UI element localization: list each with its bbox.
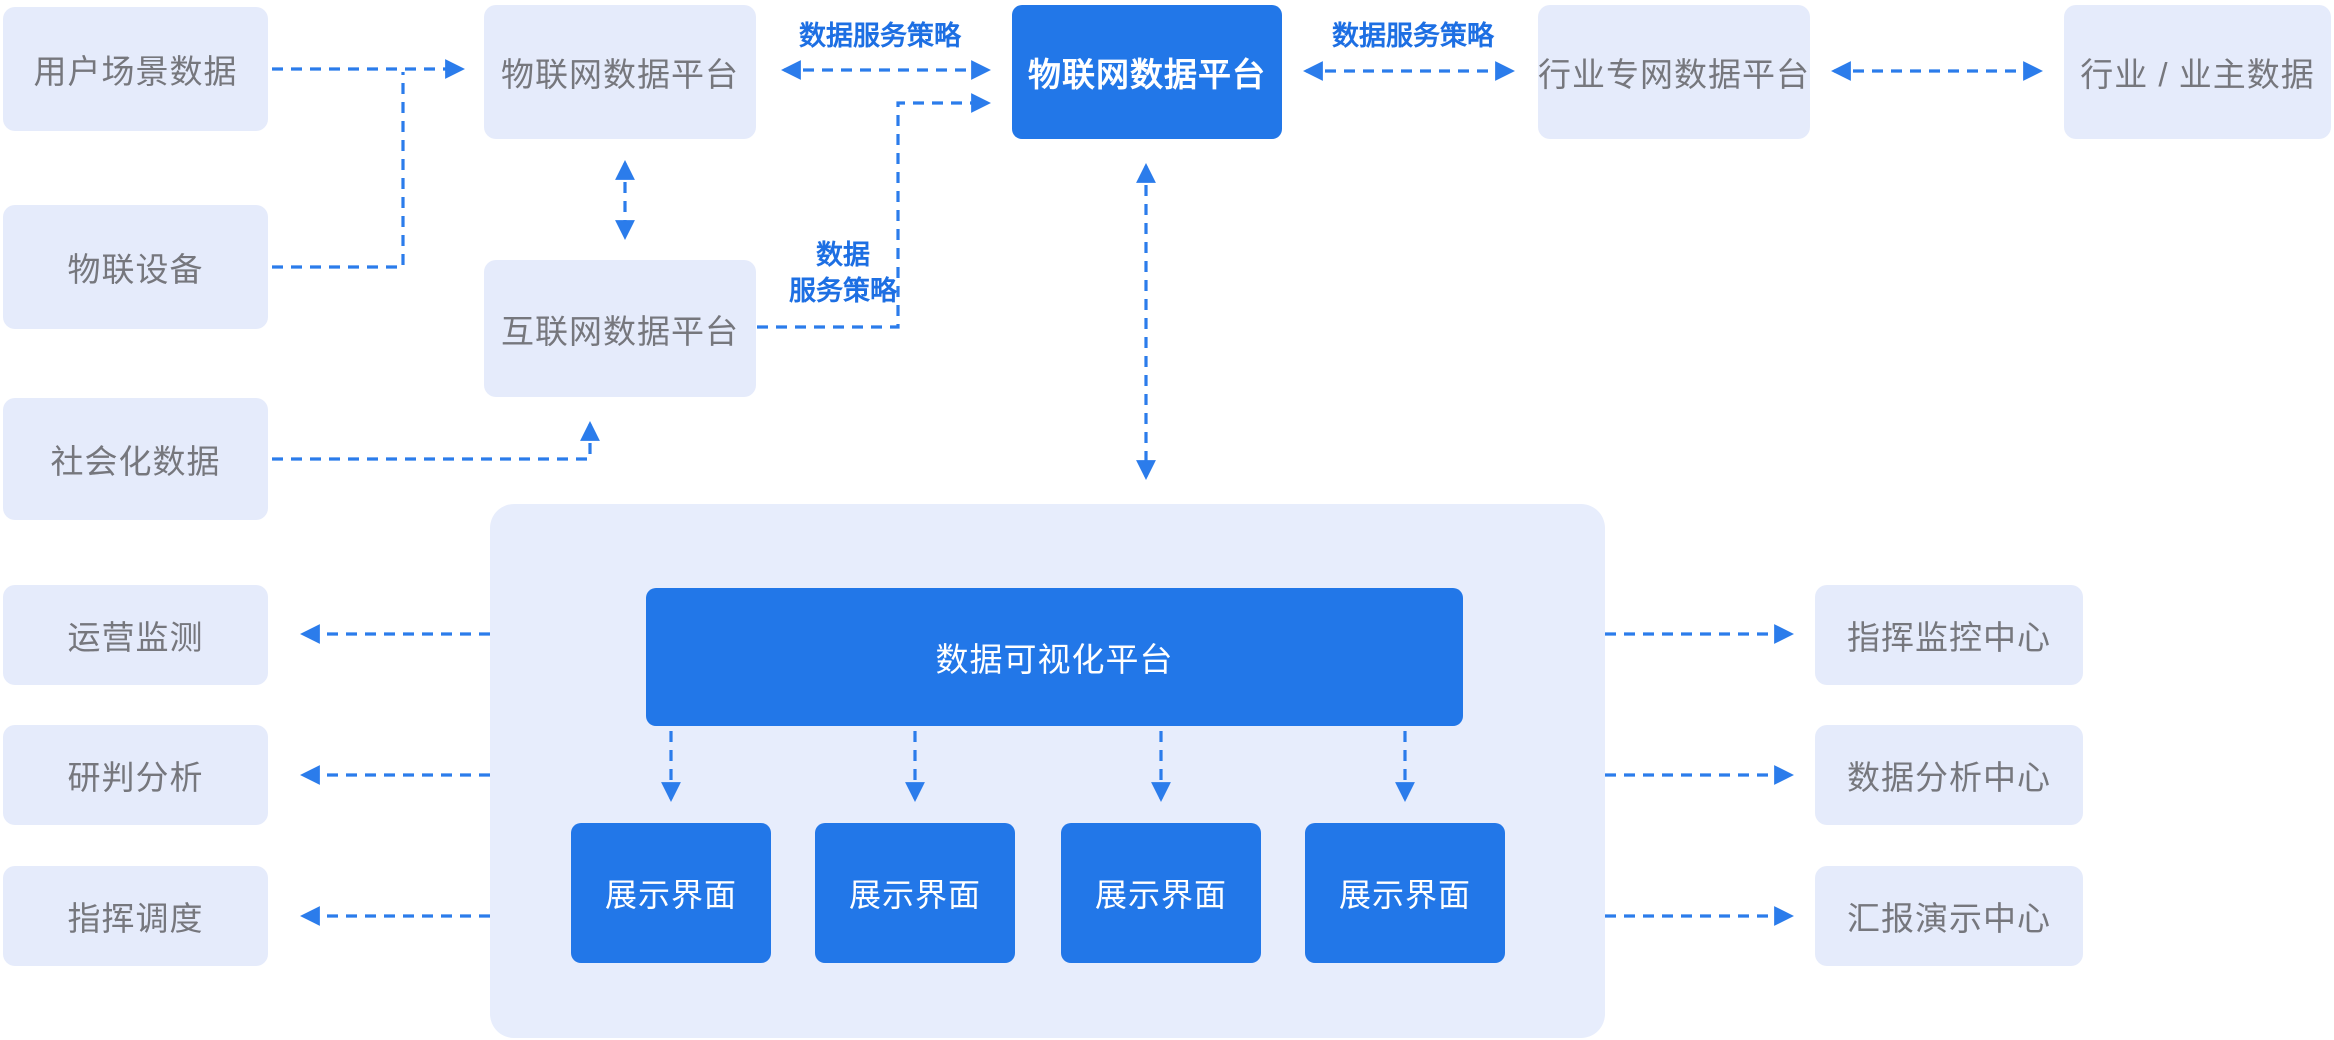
node-social-data: 社会化数据 xyxy=(3,398,268,520)
node-display-interface-4: 展示界面 xyxy=(1305,823,1505,963)
node-data-analysis-center: 数据分析中心 xyxy=(1815,725,2083,825)
label-data-service-policy-mid: 数据 服务策略 xyxy=(758,237,928,309)
node-report-demo-center: 汇报演示中心 xyxy=(1815,866,2083,966)
node-display-interface-3: 展示界面 xyxy=(1061,823,1261,963)
node-iot-data-platform-main: 物联网数据平台 xyxy=(1012,5,1282,139)
label-data-service-policy-left: 数据服务策略 xyxy=(799,21,961,51)
node-display-interface-1: 展示界面 xyxy=(571,823,771,963)
node-iot-device: 物联设备 xyxy=(3,205,268,329)
node-internet-data-platform: 互联网数据平台 xyxy=(484,260,756,397)
connector-socialdata-to-internetplatform xyxy=(272,421,600,461)
node-user-scene-data: 用户场景数据 xyxy=(3,7,268,131)
node-data-visualization-platform: 数据可视化平台 xyxy=(646,588,1463,726)
connector-iotdevice-join xyxy=(272,72,405,269)
node-operation-monitor: 运营监测 xyxy=(3,585,268,685)
node-display-interface-2: 展示界面 xyxy=(815,823,1015,963)
node-industry-owner-data: 行业 / 业主数据 xyxy=(2064,5,2331,139)
label-data-service-policy-right: 数据服务策略 xyxy=(1332,21,1494,51)
label-policy-mid-line1: 数据 xyxy=(816,240,870,270)
node-research-analysis: 研判分析 xyxy=(3,725,268,825)
node-command-dispatch: 指挥调度 xyxy=(3,866,268,966)
node-industry-private-platform: 行业专网数据平台 xyxy=(1538,5,1810,139)
label-policy-mid-line2: 服务策略 xyxy=(789,276,897,306)
node-command-monitor-center: 指挥监控中心 xyxy=(1815,585,2083,685)
node-iot-data-platform-left: 物联网数据平台 xyxy=(484,5,756,139)
